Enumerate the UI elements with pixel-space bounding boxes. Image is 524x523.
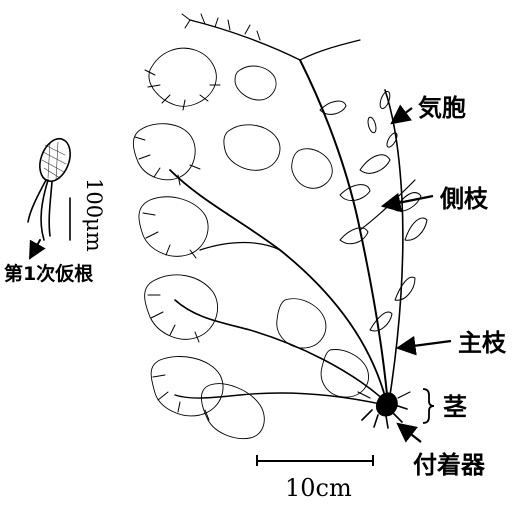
stem-bracket: [423, 389, 434, 423]
holdfast-arrow: [398, 424, 421, 442]
rhizoid-arrow: [30, 240, 40, 258]
macro-scale-bar: [257, 455, 373, 466]
main-branch-arrow: [398, 341, 451, 348]
holdfast-cluster: [358, 392, 410, 428]
micro-scale-label: 100μm: [83, 178, 104, 252]
primary-rhizoid-label: 第1次仮根: [4, 265, 93, 284]
stem-label: 茎: [443, 395, 467, 419]
seaweed-plant-illustration: [133, 14, 427, 439]
air-bladder-arrow: [392, 108, 412, 123]
primary-rhizoid: [28, 180, 52, 240]
main-branch-label: 主枝: [458, 331, 506, 355]
germling-cell: [34, 135, 75, 186]
lateral-branch-label: 側枝: [440, 187, 488, 211]
germling-inset: [28, 135, 76, 258]
lateral-branch-arrow: [383, 196, 433, 206]
air-bladder-label: 気胞: [418, 96, 466, 120]
macro-scale-label: 10cm: [285, 476, 352, 500]
holdfast-label: 付着器: [413, 453, 485, 477]
